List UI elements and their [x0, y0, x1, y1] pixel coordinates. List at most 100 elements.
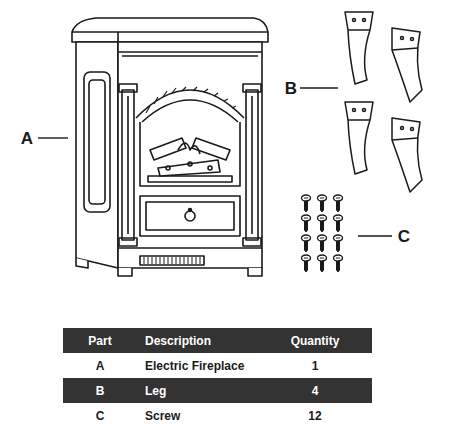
top-corner [117, 32, 119, 42]
leader-line [38, 137, 68, 138]
table-cell: 1 [312, 360, 319, 372]
flame [178, 143, 200, 154]
table-cell: B [96, 385, 105, 397]
log [158, 160, 220, 176]
screw-shank [305, 221, 308, 232]
leg [345, 12, 373, 84]
table-header: Part [88, 335, 111, 347]
arch-inner [142, 100, 238, 122]
ember [208, 166, 212, 170]
table-cell: Screw [145, 410, 180, 422]
screw-icon [302, 235, 311, 252]
screw-slot [320, 198, 324, 199]
screw-icon [318, 215, 327, 232]
table-cell: C [96, 410, 105, 422]
leg-hole [363, 109, 366, 112]
pillar-cap [243, 84, 261, 92]
foot [248, 268, 262, 276]
callout-letter: C [398, 228, 410, 245]
leg-edge [392, 138, 418, 140]
leg-edge [348, 119, 370, 121]
leg [345, 102, 373, 174]
table-header: Description [145, 335, 211, 347]
table-cell: A [96, 360, 105, 372]
screw-icon [302, 255, 311, 272]
legs-drawing [345, 12, 422, 192]
table-row-band [63, 353, 372, 378]
foot [118, 268, 132, 276]
screw-shank [321, 221, 324, 232]
front-face [118, 42, 262, 268]
callout-letter: B [285, 80, 297, 97]
base-line [118, 247, 262, 249]
screw-shank [305, 261, 308, 272]
leg-hole [401, 37, 404, 40]
pillar-groove [251, 96, 253, 234]
screw-shank [321, 261, 324, 272]
screw-icon [334, 235, 343, 252]
leader-line [300, 87, 338, 88]
screw-head [334, 195, 343, 201]
firebox [140, 122, 240, 186]
leg-edge [392, 48, 418, 50]
side-panel [84, 72, 110, 212]
drawer-knob [189, 209, 192, 212]
pillar-base [119, 238, 137, 246]
drawer-ring [185, 211, 195, 221]
top-slab [72, 18, 268, 42]
leg-edge [348, 29, 370, 31]
screw-icon [334, 195, 343, 212]
leg-hole [353, 19, 356, 22]
top-edge [72, 31, 268, 33]
screw-head [318, 195, 327, 201]
screw-icon [334, 255, 343, 272]
screw-head [334, 235, 343, 241]
side-face [76, 42, 118, 268]
leg-hole [411, 38, 414, 41]
screw-shank [337, 221, 340, 232]
moulding [122, 55, 258, 57]
screw-slot [304, 238, 308, 239]
screw-head [334, 215, 343, 221]
table-cell: 4 [312, 385, 319, 397]
screw-icon [318, 255, 327, 272]
leg-hole [401, 127, 404, 130]
table-cell: Leg [145, 385, 166, 397]
ember [166, 166, 170, 170]
leg [392, 28, 422, 102]
pillar-cap [119, 84, 137, 92]
screw-head [334, 255, 343, 261]
screw-slot [320, 258, 324, 259]
leader-lines [38, 88, 392, 236]
leg [392, 118, 422, 192]
leg-shape [392, 118, 422, 192]
table-row-band [63, 378, 372, 403]
table-cell: Electric Fireplace [145, 360, 244, 372]
screw-shank [337, 241, 340, 252]
callout-letter: A [21, 130, 33, 147]
arch-lattice [146, 87, 236, 113]
foot [76, 258, 88, 268]
screw-shank [337, 261, 340, 272]
pillar [246, 90, 258, 240]
table-header: Quantity [291, 335, 340, 347]
screw-shank [321, 241, 324, 252]
moulding [118, 51, 262, 53]
pillar-base [243, 238, 261, 246]
screws-drawing [302, 195, 343, 272]
screw-icon [302, 195, 311, 212]
screw-shank [305, 241, 308, 252]
leg-shape [345, 12, 373, 84]
screw-slot [304, 258, 308, 259]
screw-slot [320, 218, 324, 219]
screw-slot [304, 198, 308, 199]
screw-shank [337, 201, 340, 212]
screw-slot [336, 198, 340, 199]
screw-icon [302, 215, 311, 232]
leg-shape [392, 28, 422, 102]
drawer-panel [146, 202, 234, 230]
ember [188, 162, 192, 166]
table-header-band [63, 328, 372, 353]
side-panel-inner [89, 80, 105, 204]
